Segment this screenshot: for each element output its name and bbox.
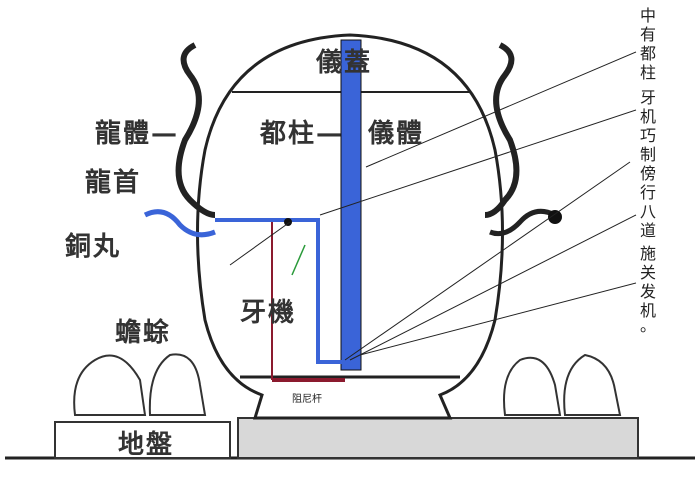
left-dragon (175, 42, 216, 218)
right-dragon-head (489, 208, 557, 237)
label-tooth-mechanism: 牙機 (240, 298, 297, 328)
annotation-4: 施关发机 (640, 244, 657, 320)
leader-lines (319, 51, 637, 361)
lever-arm (215, 218, 343, 364)
stone-base (237, 417, 639, 459)
label-dragon-head: 龍首 (85, 168, 142, 198)
label-damper: 阻尼杆 (292, 394, 322, 405)
label-dragon-body: 龍體— (95, 119, 180, 149)
label-bronze-ball: 銅丸 (65, 232, 122, 262)
label-base: 地盤 (118, 430, 175, 460)
toads (73, 353, 622, 416)
annotation-3: 傍行八道 (640, 164, 657, 240)
label-lid: 儀蓋 (316, 48, 373, 78)
label-toad: 蟾蜍 (115, 318, 172, 348)
label-pillar: 都柱— (260, 119, 345, 149)
label-vessel-body: 儀體 (368, 119, 425, 149)
ground-plate (54, 421, 231, 459)
right-dragon (484, 42, 520, 218)
direction-arrow (291, 244, 306, 276)
bronze-ball (548, 210, 562, 224)
annotation-5: 。 (640, 316, 657, 335)
left-dragon-head (143, 209, 216, 238)
annotation-2: 牙机巧制 (640, 88, 657, 164)
annotation-1: 中有都柱 (640, 6, 657, 82)
